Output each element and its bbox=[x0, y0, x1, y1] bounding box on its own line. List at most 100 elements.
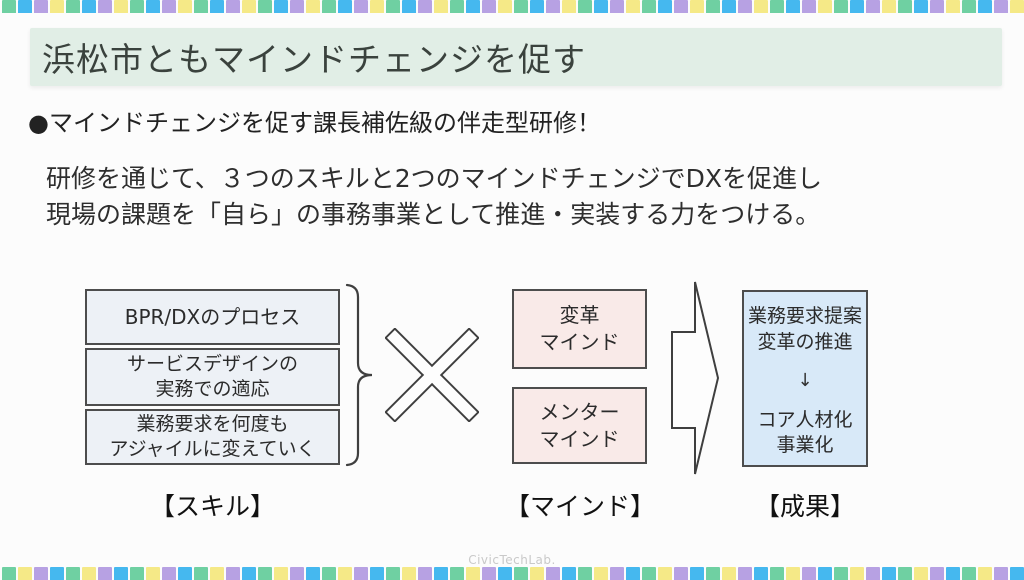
border-square bbox=[66, 0, 80, 13]
border-square bbox=[578, 567, 592, 580]
border-square bbox=[290, 567, 304, 580]
mind-box-line: マインド bbox=[539, 426, 620, 451]
border-square bbox=[418, 567, 432, 580]
border-square bbox=[18, 0, 32, 13]
border-square bbox=[386, 567, 400, 580]
border-square bbox=[946, 567, 960, 580]
border-square bbox=[546, 567, 560, 580]
border-square bbox=[738, 0, 752, 13]
skill-box-service-design: サービスデザインの 実務での適応 bbox=[85, 348, 340, 406]
border-square bbox=[338, 567, 352, 580]
border-square bbox=[754, 567, 768, 580]
outcome-line: 事業化 bbox=[776, 434, 834, 457]
border-square bbox=[338, 0, 352, 13]
border-square bbox=[370, 567, 384, 580]
border-square bbox=[466, 567, 480, 580]
border-square bbox=[690, 0, 704, 13]
border-square bbox=[82, 567, 96, 580]
border-square bbox=[898, 0, 912, 13]
skill-box-agile: 業務要求を何度も アジャイルに変えていく bbox=[85, 409, 340, 465]
border-square bbox=[962, 0, 976, 13]
border-square bbox=[194, 567, 208, 580]
skill-box-line: アジャイルに変えていく bbox=[109, 438, 316, 460]
border-square bbox=[114, 0, 128, 13]
border-square bbox=[370, 0, 384, 13]
title-bar: 浜松市ともマインドチェンジを促す bbox=[30, 28, 1002, 86]
border-square bbox=[434, 567, 448, 580]
border-square bbox=[802, 0, 816, 13]
border-square bbox=[514, 567, 528, 580]
border-square bbox=[834, 0, 848, 13]
body-line-2: 現場の課題を「自ら」の事務事業として推進・実装する力をつける。 bbox=[46, 199, 821, 229]
bullet-headline: ●マインドチェンジを促す課長補佐級の伴走型研修！ bbox=[28, 109, 601, 137]
multiply-icon bbox=[385, 328, 479, 422]
mind-box-line: 変革 bbox=[559, 303, 600, 327]
border-square bbox=[770, 567, 784, 580]
border-square bbox=[130, 567, 144, 580]
border-square bbox=[882, 567, 896, 580]
border-square bbox=[706, 567, 720, 580]
border-square bbox=[162, 0, 176, 13]
outcome-line: 変革の推進 bbox=[757, 330, 853, 353]
border-square bbox=[786, 0, 800, 13]
border-square bbox=[802, 567, 816, 580]
border-square bbox=[866, 0, 880, 13]
border-square bbox=[194, 0, 208, 13]
mind-box-line: メンター bbox=[539, 399, 620, 424]
border-square bbox=[306, 567, 320, 580]
border-square bbox=[898, 567, 912, 580]
outcome-line: コア人材化 bbox=[757, 408, 853, 431]
border-square bbox=[82, 0, 96, 13]
border-square bbox=[530, 567, 544, 580]
border-square bbox=[994, 567, 1008, 580]
border-square bbox=[642, 0, 656, 13]
skill-box-line: サービスデザインの bbox=[126, 353, 298, 376]
border-square bbox=[962, 567, 976, 580]
border-square bbox=[786, 567, 800, 580]
border-square bbox=[626, 567, 640, 580]
skill-box-line: 業務要求を何度も bbox=[136, 413, 289, 436]
border-square bbox=[658, 567, 672, 580]
border-square bbox=[2, 0, 16, 13]
border-square bbox=[722, 0, 736, 13]
border-square bbox=[914, 0, 928, 13]
border-square bbox=[98, 0, 112, 13]
arrow-right-icon bbox=[671, 281, 720, 475]
border-square bbox=[834, 567, 848, 580]
border-square bbox=[930, 0, 944, 13]
curly-brace-icon bbox=[345, 283, 373, 467]
border-square bbox=[658, 0, 672, 13]
border-square bbox=[914, 567, 928, 580]
border-square bbox=[514, 0, 528, 13]
border-square bbox=[578, 0, 592, 13]
border-square bbox=[146, 567, 160, 580]
border-square bbox=[482, 567, 496, 580]
border-square bbox=[322, 0, 336, 13]
border-square bbox=[386, 0, 400, 13]
border-square bbox=[562, 567, 576, 580]
border-square bbox=[130, 0, 144, 13]
border-square bbox=[866, 567, 880, 580]
border-square bbox=[114, 567, 128, 580]
border-square bbox=[226, 0, 240, 13]
border-square bbox=[210, 567, 224, 580]
border-square bbox=[66, 567, 80, 580]
border-square bbox=[1010, 0, 1024, 13]
decorative-border-bottom bbox=[0, 567, 1024, 580]
border-square bbox=[546, 0, 560, 13]
border-square bbox=[674, 567, 688, 580]
page-title: 浜松市ともマインドチェンジを促す bbox=[42, 40, 586, 79]
border-square bbox=[418, 0, 432, 13]
mind-box-mentor: メンター マインド bbox=[512, 387, 647, 464]
border-square bbox=[98, 567, 112, 580]
border-square bbox=[690, 567, 704, 580]
label-skill: 【スキル】 bbox=[149, 492, 275, 521]
border-square bbox=[178, 567, 192, 580]
border-square bbox=[946, 0, 960, 13]
border-square bbox=[242, 0, 256, 13]
watermark: CivicTechLab. bbox=[468, 553, 556, 567]
border-square bbox=[930, 567, 944, 580]
border-square bbox=[50, 0, 64, 13]
border-square bbox=[978, 0, 992, 13]
